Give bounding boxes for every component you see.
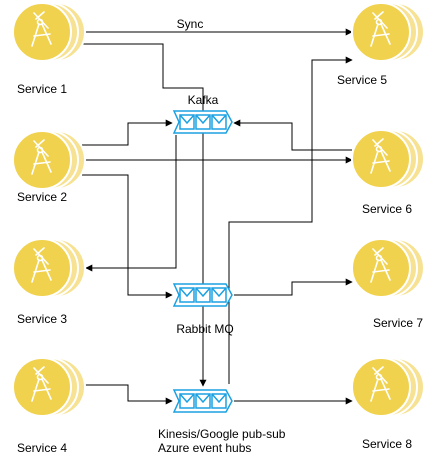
service-7-label: Service 7 bbox=[373, 316, 424, 330]
connector-kafka-s3 bbox=[85, 135, 177, 272]
service-3-icon bbox=[12, 238, 86, 298]
service-1-label: Service 1 bbox=[17, 82, 68, 96]
service-7-icon bbox=[351, 238, 425, 298]
service-8-label: Service 8 bbox=[362, 437, 413, 451]
connector-rabbit-s7 bbox=[234, 278, 353, 296]
connector-s2-rabbit bbox=[82, 174, 173, 299]
connector-kinesis-s5 bbox=[228, 56, 353, 384]
service-2-label: Service 2 bbox=[17, 190, 68, 204]
connector-s1-kinesis bbox=[82, 43, 207, 387]
service-3-label: Service 3 bbox=[17, 312, 68, 326]
service-6-label: Service 6 bbox=[362, 202, 413, 216]
kafka-queue-icon bbox=[172, 110, 233, 134]
service-2-icon bbox=[12, 130, 86, 190]
service-5-label: Service 5 bbox=[337, 73, 388, 87]
rabbit-mq-label: Rabbit MQ bbox=[176, 322, 234, 336]
sync-edge-label: Sync bbox=[176, 17, 204, 31]
kinesis-label: Kinesis/Google pub-sub Azure event hubs bbox=[158, 427, 286, 455]
service-4-label: Service 4 bbox=[17, 441, 68, 455]
service-8-icon bbox=[351, 357, 425, 417]
service-4-icon bbox=[12, 357, 86, 417]
service-5-icon bbox=[351, 2, 425, 62]
connector-s4-kinesis bbox=[82, 384, 173, 405]
service-1-icon bbox=[12, 2, 86, 62]
kafka-label: Kafka bbox=[187, 93, 219, 107]
rabbit-queue-icon bbox=[172, 283, 233, 307]
connector-s2-kafka bbox=[82, 119, 173, 146]
kinesis-queue-icon bbox=[172, 389, 233, 413]
connector-s6-kafka bbox=[233, 119, 352, 151]
service-6-icon bbox=[351, 129, 425, 189]
